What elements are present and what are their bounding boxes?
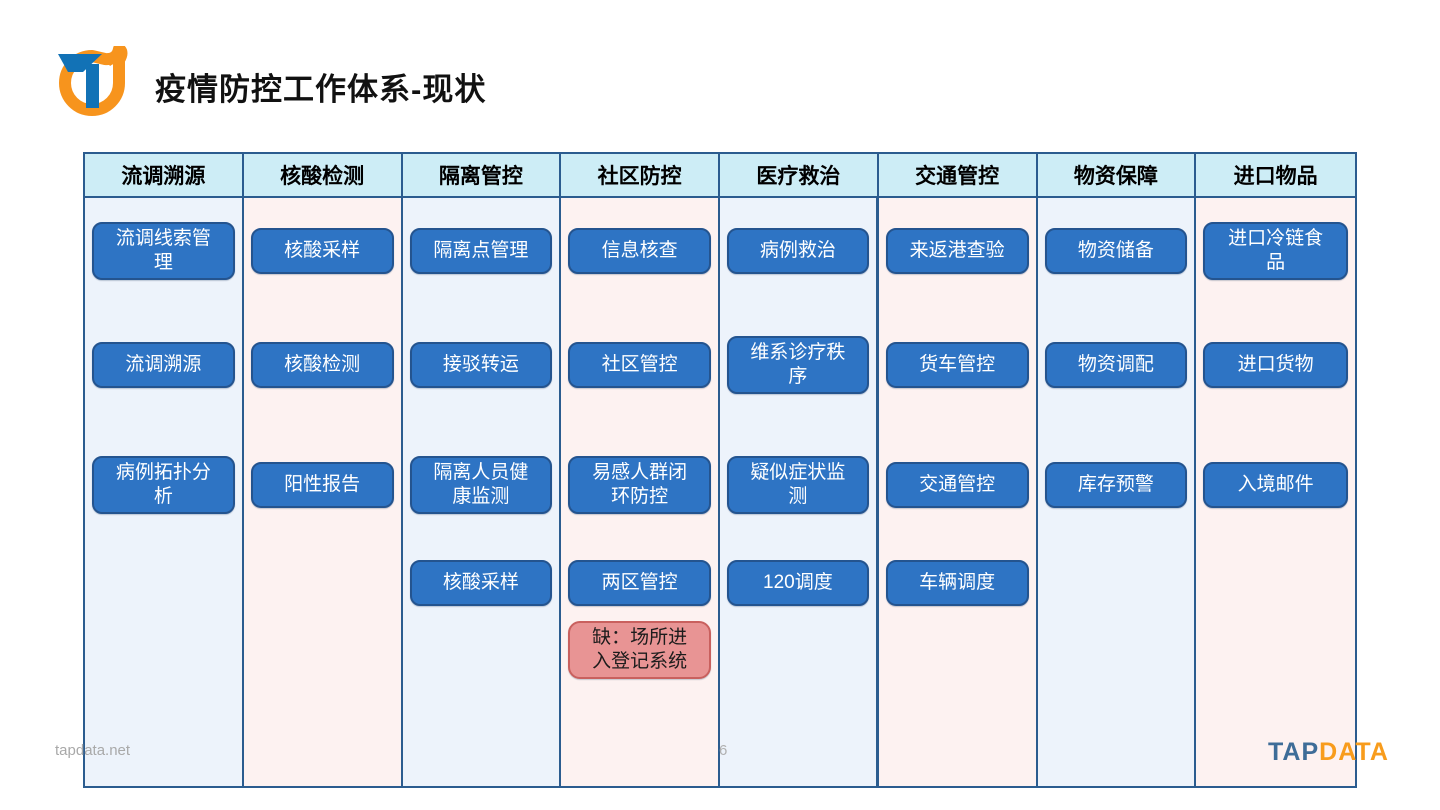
column-liudiao: 流调线索管 理 流调溯源 病例拓扑分 析 [85,198,244,786]
column-header-jiaotong: 交通管控 [878,154,1038,198]
column-header-wuzi: 物资保障 [1037,154,1197,198]
column-header-liudiao: 流调溯源 [85,154,244,198]
missing-system-note: 缺：场所进 入登记系统 [568,621,711,679]
work-item: 维系诊疗秩 序 [727,336,869,394]
page-number: 6 [719,742,728,759]
wordmark-tap: TAP [1268,738,1320,766]
column-header-yiliao: 医疗救治 [720,154,879,198]
work-item: 核酸采样 [250,228,394,274]
work-item: 易感人群闭 环防控 [568,456,711,514]
work-item: 库存预警 [1044,462,1188,508]
work-item: 核酸检测 [250,342,394,388]
work-item: 来返港查验 [885,228,1029,274]
wordmark-data: DATA [1319,738,1389,766]
work-item: 两区管控 [568,560,711,606]
work-item: 社区管控 [568,342,711,388]
tapdata-wordmark: TAPDATA [1268,738,1389,767]
work-item: 车辆调度 [885,560,1029,606]
column-jinkou: 进口冷链食 品 进口货物 入境邮件 [1196,198,1355,786]
work-item: 病例救治 [727,228,869,274]
work-item: 交通管控 [885,462,1029,508]
column-shequ: 信息核查 社区管控 易感人群闭 环防控 两区管控 缺：场所进 入登记系统 [561,198,720,786]
column-wuzi: 物资储备 物资调配 库存预警 [1037,198,1197,786]
column-header-jinkou: 进口物品 [1196,154,1355,198]
work-item: 接驳转运 [409,342,553,388]
column-hesuan: 核酸采样 核酸检测 阳性报告 [243,198,403,786]
column-geli: 隔离点管理 接驳转运 隔离人员健 康监测 核酸采样 [402,198,562,786]
work-item: 120调度 [727,560,869,606]
work-item: 病例拓扑分 析 [92,456,235,514]
work-item: 隔离人员健 康监测 [409,456,553,514]
work-item: 流调溯源 [92,342,235,388]
work-item: 隔离点管理 [409,228,553,274]
work-item: 进口冷链食 品 [1203,222,1348,280]
column-header-shequ: 社区防控 [561,154,720,198]
board-header-row: 流调溯源 核酸检测 隔离管控 社区防控 医疗救治 交通管控 物资保障 进口物品 [85,154,1355,198]
footer-site-url: tapdata.net [55,742,131,759]
work-item: 物资调配 [1044,342,1188,388]
work-item: 物资储备 [1044,228,1188,274]
page-title: 疫情防控工作体系-现状 [155,72,487,107]
column-header-hesuan: 核酸检测 [243,154,403,198]
work-item: 疑似症状监 测 [727,456,869,514]
column-yiliao: 病例救治 维系诊疗秩 序 疑似症状监 测 120调度 [720,198,879,786]
work-item: 进口货物 [1203,342,1348,388]
work-item: 货车管控 [885,342,1029,388]
work-system-board: 流调溯源 核酸检测 隔离管控 社区防控 医疗救治 交通管控 物资保障 进口物品 … [83,152,1357,788]
column-jiaotong: 来返港查验 货车管控 交通管控 车辆调度 [878,198,1038,786]
work-item: 流调线索管 理 [92,222,235,280]
column-header-geli: 隔离管控 [402,154,562,198]
work-item: 信息核查 [568,228,711,274]
work-item: 入境邮件 [1203,462,1348,508]
tapdata-logo-icon [58,46,128,116]
work-item: 核酸采样 [409,560,553,606]
work-item: 阳性报告 [250,462,394,508]
board-body: 流调线索管 理 流调溯源 病例拓扑分 析 核酸采样 核酸检测 阳性报告 隔离点管… [85,198,1355,786]
